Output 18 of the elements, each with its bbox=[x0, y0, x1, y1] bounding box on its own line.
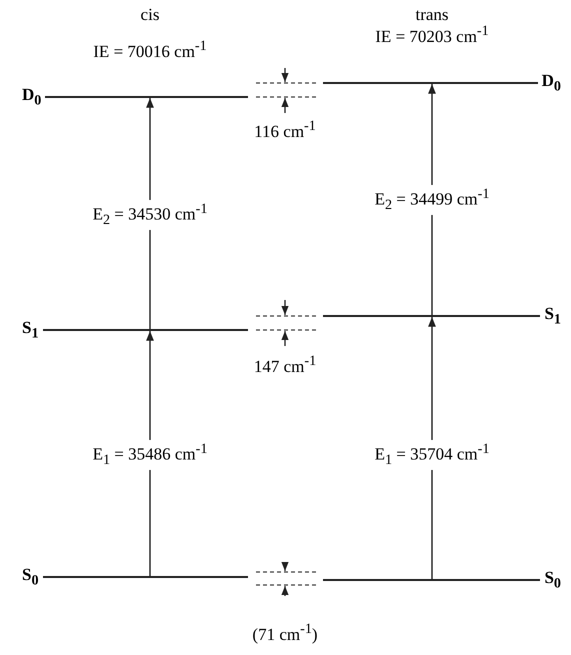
state-label: S$_{1}$ bbox=[21, 318, 40, 342]
column-heading: trans bbox=[415, 5, 449, 25]
edge-label: E$_{2}$ = 34530 cm$^{-1}$ bbox=[90, 200, 210, 230]
edge-label: E$_{1}$ = 35486 cm$^{-1}$ bbox=[90, 440, 210, 470]
edge-label: E$_{1}$ = 35704 cm$^{-1}$ bbox=[372, 440, 492, 470]
state-label: D$_{0}$ bbox=[21, 84, 42, 110]
arrow bbox=[428, 317, 436, 580]
gap-label: 147 cm$^{-1}$ bbox=[254, 353, 316, 377]
ionization-energy-label: IE = 70203 cm$^{-1}$ bbox=[375, 23, 489, 47]
gap-label: 116 cm$^{-1}$ bbox=[254, 118, 316, 142]
edge-label: E$_{2}$ = 34499 cm$^{-1}$ bbox=[372, 184, 492, 216]
state-label: S$_{1}$ bbox=[543, 304, 562, 328]
column-heading: cis bbox=[140, 5, 160, 25]
state-label: S$_{0}$ bbox=[543, 568, 562, 592]
ionization-energy-label: IE = 70016 cm$^{-1}$ bbox=[93, 38, 207, 62]
state-label: D$_{0}$ bbox=[540, 70, 562, 96]
gap-label: (71 cm$^{-1}$) bbox=[252, 621, 318, 645]
state-label: S$_{0}$ bbox=[21, 564, 40, 590]
